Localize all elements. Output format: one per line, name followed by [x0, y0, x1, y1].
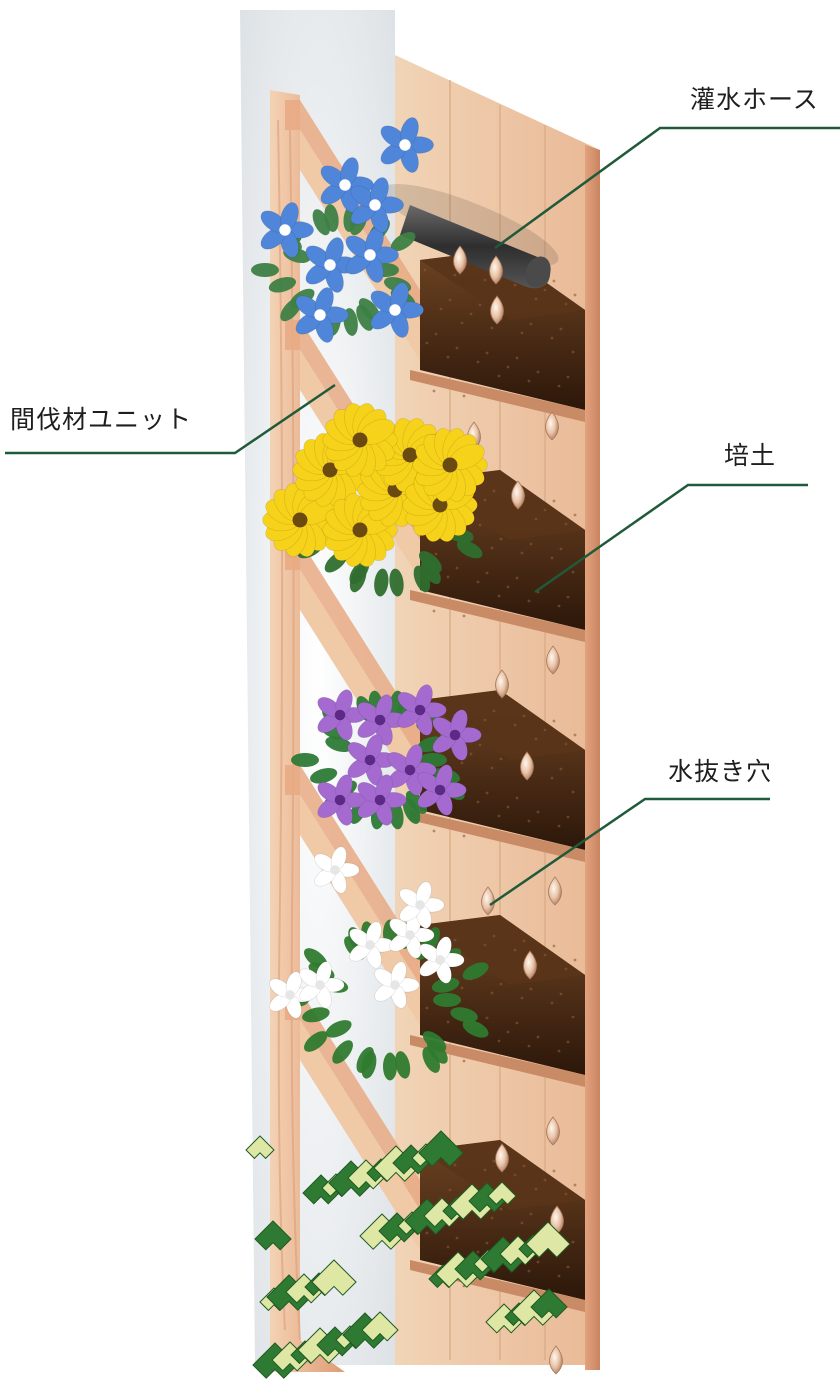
water-droplet: [523, 950, 537, 980]
white-flowers: [269, 846, 489, 1081]
water-droplet: [545, 411, 559, 441]
water-droplet: [546, 1116, 560, 1146]
yellow-daisies: [262, 403, 488, 597]
leader-line-unit: [5, 383, 336, 455]
drain-hole-label: 水抜き穴: [668, 757, 773, 786]
leader-lines: [5, 126, 840, 907]
water-droplet: [495, 1143, 509, 1173]
water-droplet: [549, 1345, 563, 1375]
leader-line-soil: [534, 483, 808, 594]
water-droplet: [520, 751, 534, 781]
water-droplets: [453, 245, 564, 1375]
water-droplet: [489, 255, 503, 285]
water-droplet: [546, 645, 560, 675]
water-droplet: [511, 480, 525, 510]
spacer-unit-frame: [270, 90, 345, 1372]
leader-line-drain: [489, 797, 770, 907]
water-droplet: [490, 295, 504, 325]
blue-flowers: [251, 117, 434, 343]
planter-tier: [285, 765, 585, 1087]
water-droplet: [481, 886, 495, 916]
leader-line-hose: [494, 126, 840, 250]
irrigation-hose-label: 灌水ホース: [690, 85, 819, 114]
water-droplet: [548, 876, 562, 906]
purple-dianthus: [291, 684, 482, 830]
plants: [245, 117, 571, 1379]
ivy: [245, 1130, 571, 1379]
water-droplet: [453, 245, 467, 275]
wood-side-board: [585, 145, 600, 1370]
soil-label: 培土: [724, 441, 777, 470]
irrigation-hose: [381, 183, 559, 289]
water-droplet: [495, 669, 509, 699]
spacer-unit-label: 間伐材ユニット: [10, 405, 193, 434]
